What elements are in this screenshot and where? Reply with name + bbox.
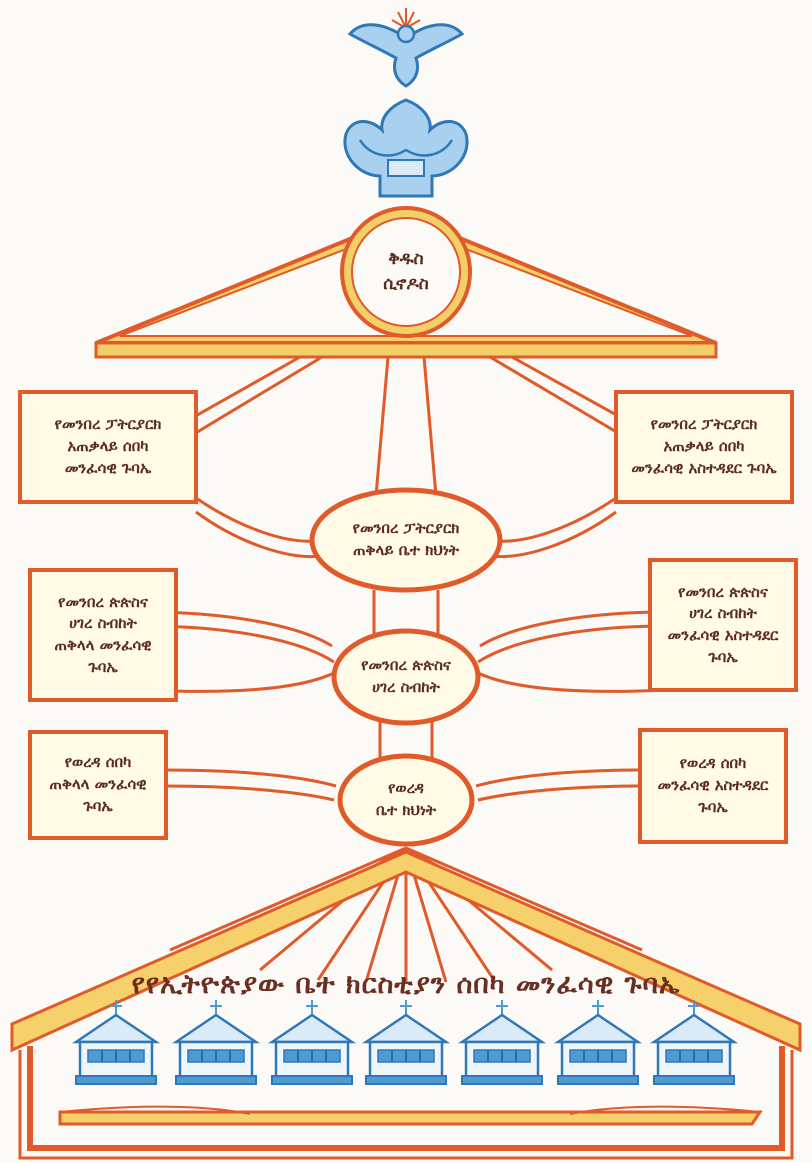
dove-icon bbox=[347, 8, 465, 88]
church-icon bbox=[270, 998, 354, 1086]
district-council-right-box bbox=[638, 728, 788, 844]
diocese-council-left-box bbox=[28, 568, 178, 702]
level3-connectors bbox=[165, 722, 647, 802]
district-council-left-box bbox=[28, 730, 168, 840]
synod-circle bbox=[340, 206, 472, 338]
patriarchate-council-right-box bbox=[614, 390, 794, 504]
crown-icon bbox=[343, 98, 469, 198]
church-council-title: የየኢትዮጵያው ቤተ ክርስቲያን ሰበካ መንፈሳዊ ጉባኤ bbox=[131, 969, 681, 1001]
church-icon bbox=[364, 998, 448, 1086]
church-icon bbox=[556, 998, 640, 1086]
diocese-office-oval bbox=[331, 628, 481, 726]
church-icon bbox=[174, 998, 258, 1086]
diocese-council-right-box bbox=[648, 558, 798, 692]
district-office-oval bbox=[337, 753, 475, 847]
church-council-house bbox=[10, 850, 802, 1160]
church-icon bbox=[460, 998, 544, 1086]
patriarchate-council-left-box bbox=[18, 390, 198, 504]
patriarchate-office-oval bbox=[309, 487, 503, 593]
